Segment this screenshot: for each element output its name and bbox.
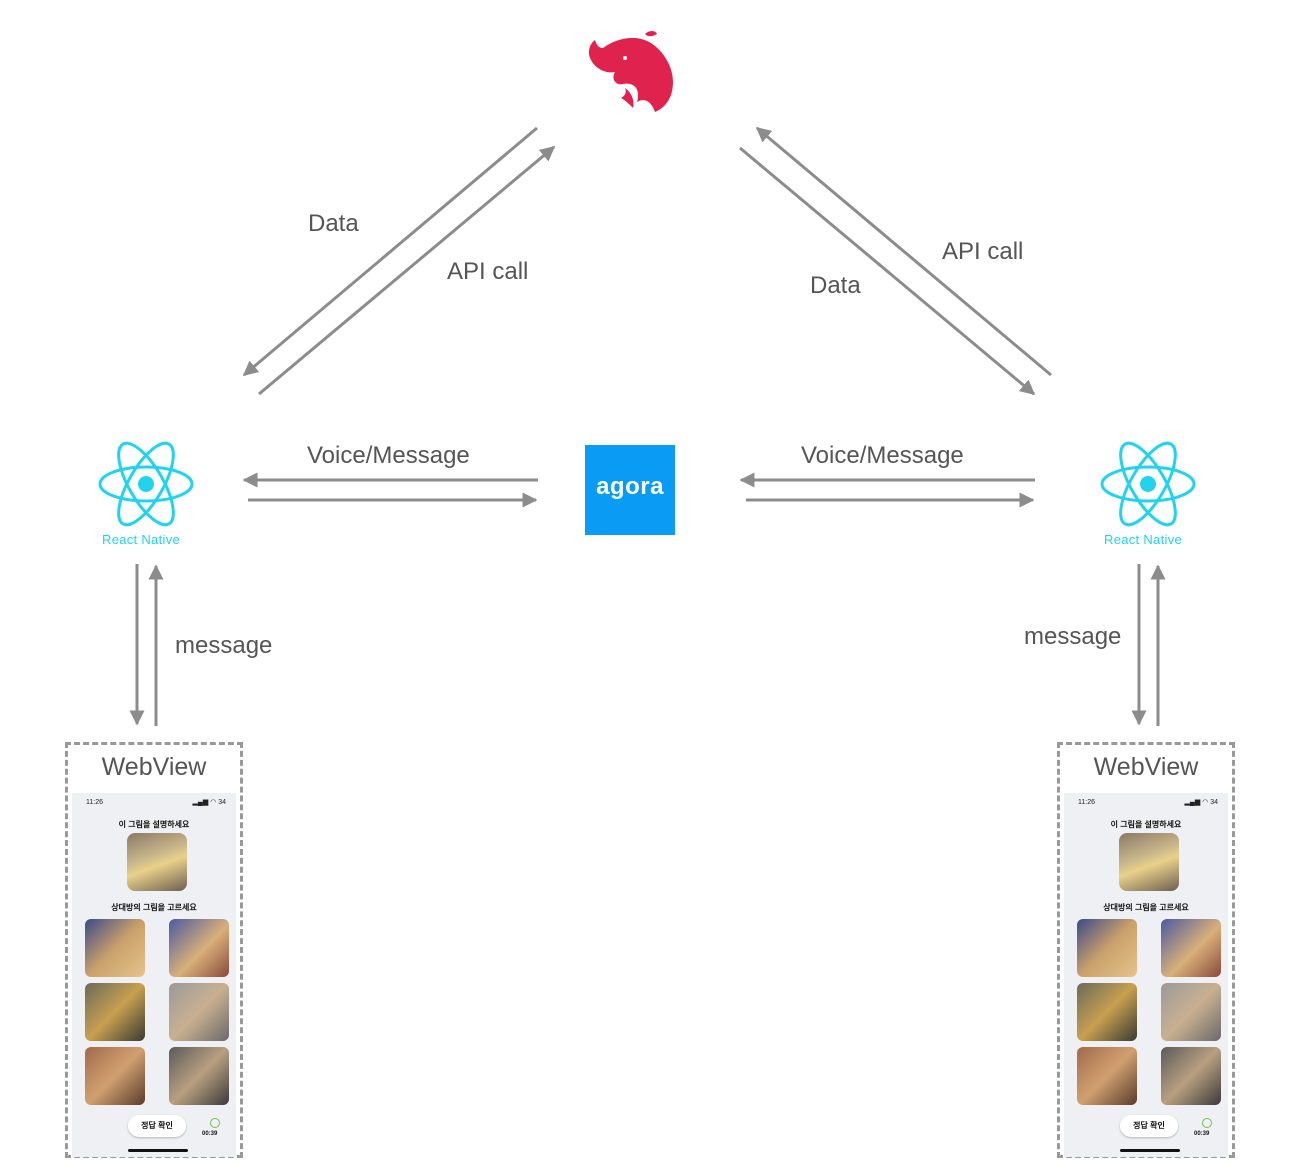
prompt-title: 이 그림을 설명하세요 [118,820,190,829]
choice-image[interactable] [85,919,145,977]
choice-image[interactable] [1161,1047,1221,1105]
edge-label-left-data: Data [308,210,359,237]
choice-grid [1077,919,1222,1109]
timer-value: 00:39 [202,1131,218,1137]
choice-image[interactable] [1077,1047,1137,1105]
choice-image[interactable] [169,919,229,977]
webview-title: WebView [101,753,207,781]
choice-grid [85,919,230,1109]
question-image [1119,833,1179,891]
home-indicator [128,1149,188,1152]
choice-image[interactable] [85,983,145,1041]
webview-title: WebView [1093,753,1199,781]
home-indicator [1120,1149,1180,1152]
timer-value: 00:39 [1194,1131,1210,1137]
arrow-right-api [755,126,1052,377]
edge-label-right-api: API call [942,238,1024,265]
edge-label-left-api: API call [447,258,529,285]
edge-label-right-message: message [1024,623,1122,650]
status-icons: ▂▄▆ ◠ 34 [192,799,226,806]
phone-screenshot: 11:26 ▂▄▆ ◠ 34 이 그림을 설명하세요 상대방의 그림을 고르세요… [1064,793,1228,1157]
choose-title: 상대방의 그림을 고르세요 [1103,903,1189,912]
edge-label-left-message: message [175,632,273,659]
status-time: 11:26 [1078,799,1095,806]
react-logo-right-icon [1100,441,1196,527]
confirm-button[interactable]: 정답 확인 [1120,1115,1178,1137]
prompt-title: 이 그림을 설명하세요 [1110,820,1182,829]
nestjs-logo-icon [588,31,673,112]
agora-logo: agora [585,445,675,535]
choice-image[interactable] [1077,983,1137,1041]
arrow-left-data [242,126,538,377]
question-image [127,833,187,891]
edge-label-left-voice: Voice/Message [307,442,470,469]
left-client-label: React Native [102,532,181,547]
arrow-left-api [258,145,556,396]
choice-image[interactable] [169,1047,229,1105]
timer-icon [210,1118,220,1128]
edge-label-right-data: Data [810,272,861,299]
choose-title: 상대방의 그림을 고르세요 [111,903,197,912]
choice-image[interactable] [1077,919,1137,977]
choice-image[interactable] [85,1047,145,1105]
choice-image[interactable] [1161,983,1221,1041]
right-webview: WebView 11:26 ▂▄▆ ◠ 34 이 그림을 설명하세요 상대방의 … [1057,742,1235,1158]
react-logo-left-icon [98,441,194,527]
edge-label-right-voice: Voice/Message [801,442,964,469]
left-webview: WebView 11:26 ▂▄▆ ◠ 34 이 그림을 설명하세요 상대방의 … [65,742,243,1158]
choice-image[interactable] [169,983,229,1041]
phone-screenshot: 11:26 ▂▄▆ ◠ 34 이 그림을 설명하세요 상대방의 그림을 고르세요… [72,793,236,1157]
right-client-label: React Native [1104,532,1183,547]
status-icons: ▂▄▆ ◠ 34 [1184,799,1218,806]
choice-image[interactable] [1161,919,1221,977]
status-time: 11:26 [86,799,103,806]
timer-icon [1202,1118,1212,1128]
confirm-button[interactable]: 정답 확인 [128,1115,186,1137]
agora-label: agora [596,473,664,500]
arrow-right-data [739,146,1036,396]
